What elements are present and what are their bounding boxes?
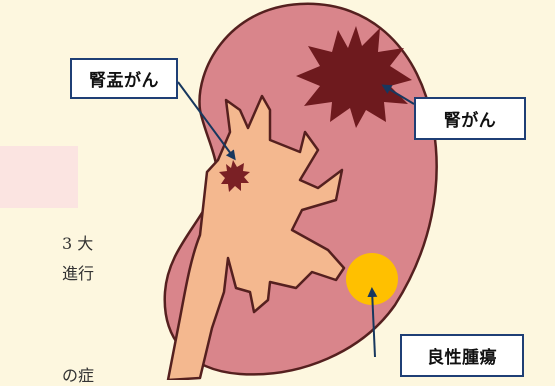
label-benign-tumor: 良性腫瘍 — [400, 334, 524, 377]
label-renal-pelvis-cancer: 腎盂がん — [70, 58, 178, 99]
label-kidney-cancer: 腎がん — [414, 97, 526, 140]
